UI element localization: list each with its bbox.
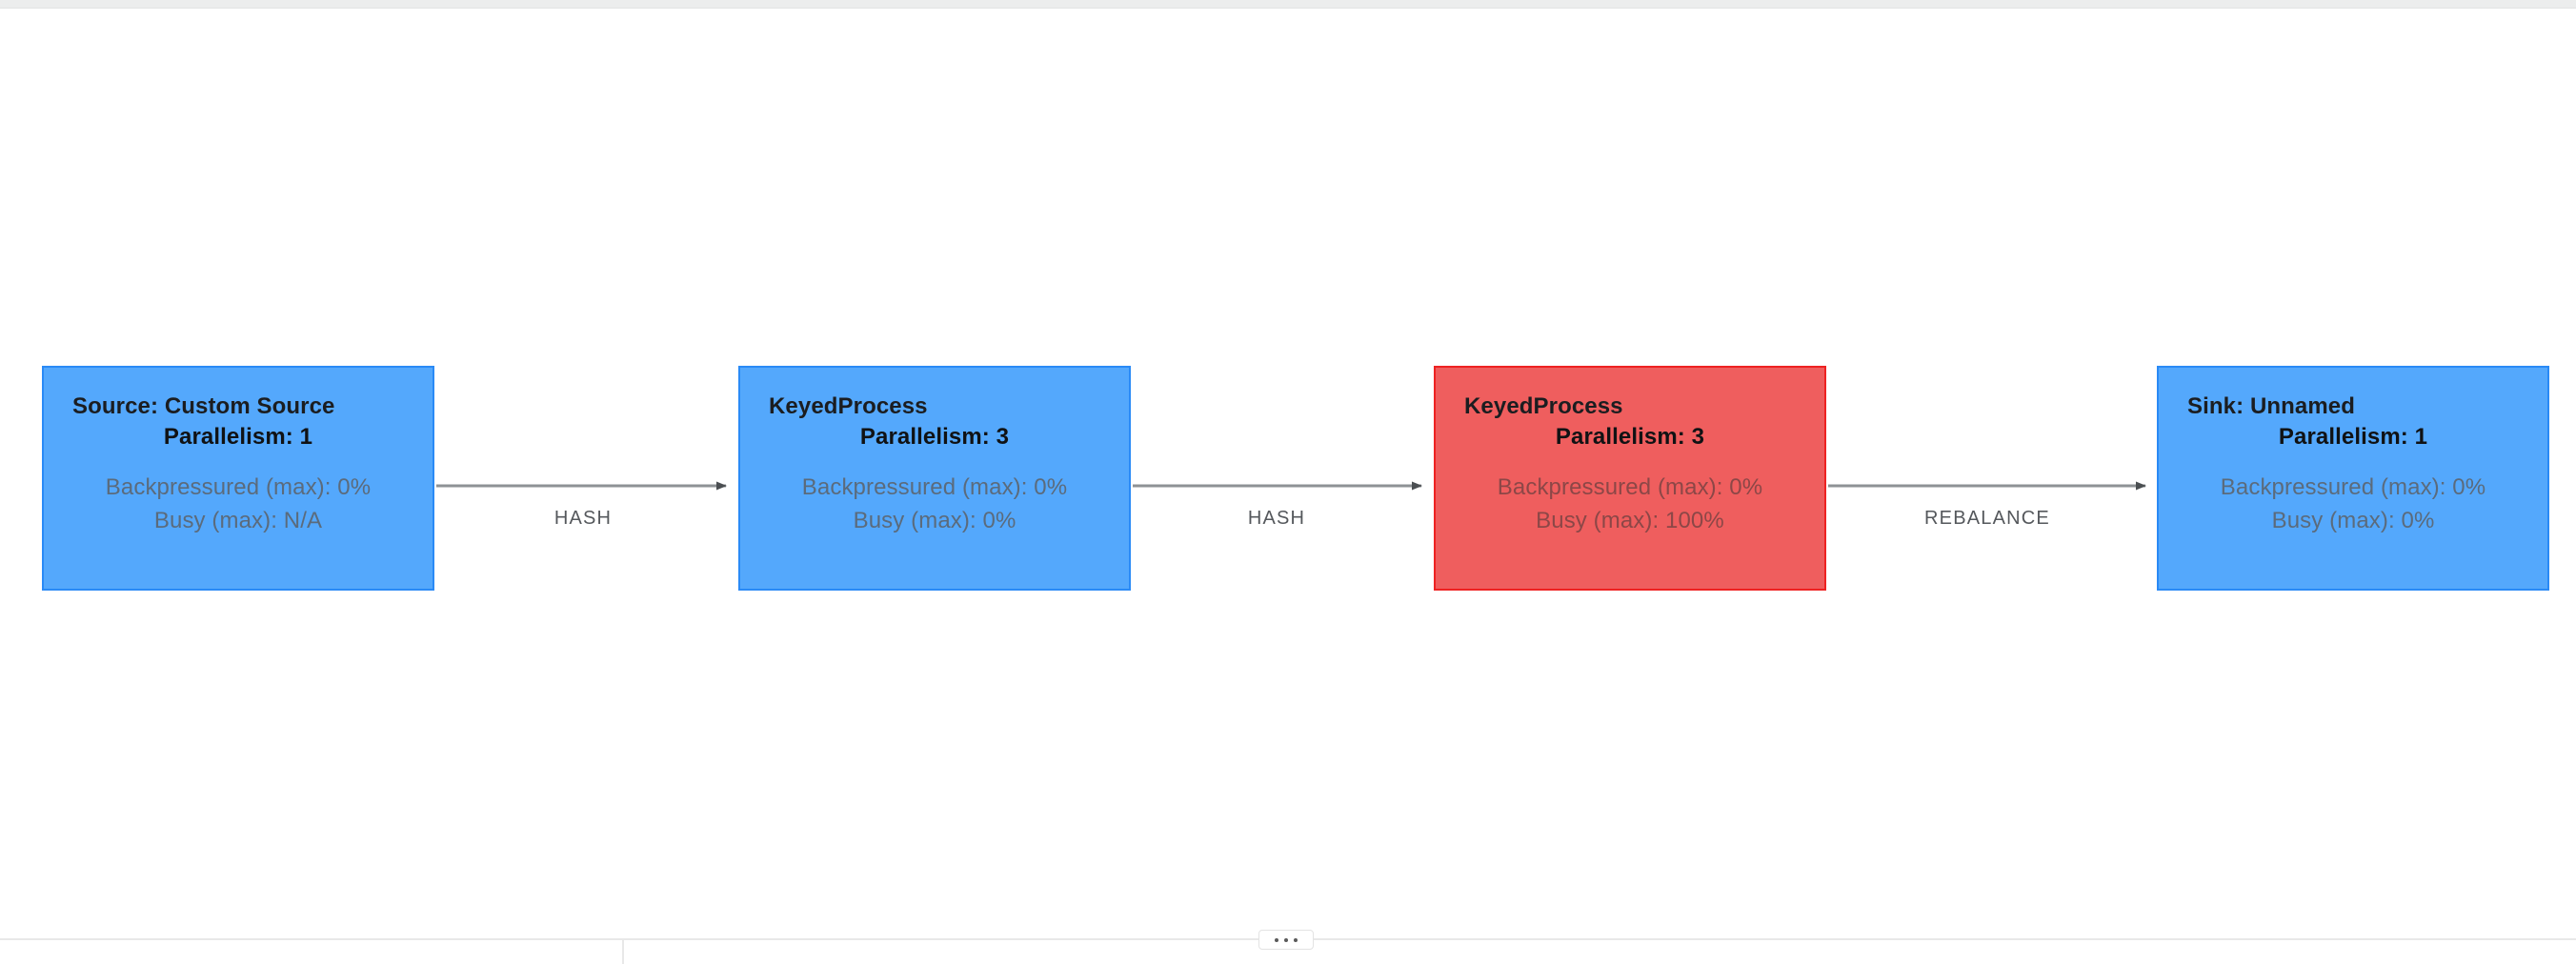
bottom-detail-panel (0, 930, 2576, 964)
panel-column-divider (622, 940, 624, 964)
node-backpressure-stat: Backpressured (max): 0% (801, 474, 1068, 500)
node-backpressure-stat: Backpressured (max): 0% (1497, 474, 1763, 500)
panel-resize-handle[interactable] (1258, 930, 1314, 950)
node-stats: Backpressured (max): 0% Busy (max): 0% (2159, 471, 2547, 537)
window-top-strip (0, 0, 2576, 9)
graph-node-sink[interactable]: Sink: Unnamed Parallelism: 1 Backpressur… (2157, 366, 2549, 591)
handle-dot-icon (1294, 937, 1298, 942)
node-backpressure-stat: Backpressured (max): 0% (105, 474, 372, 500)
node-backpressure-stat: Backpressured (max): 0% (2220, 474, 2486, 500)
handle-dot-icon (1284, 937, 1288, 942)
node-parallelism: Parallelism: 1 (163, 424, 313, 450)
graph-node-source[interactable]: Source: Custom Source Parallelism: 1 Bac… (42, 366, 434, 591)
node-stats: Backpressured (max): 0% Busy (max): 100% (1436, 471, 1824, 537)
node-title: Source: Custom Source (72, 393, 335, 419)
node-busy-stat: Busy (max): 0% (2271, 508, 2435, 533)
handle-dot-icon (1275, 937, 1278, 942)
edge-label-hash-1: HASH (553, 508, 613, 529)
node-busy-stat: Busy (max): 100% (1536, 508, 1724, 533)
edge-label-hash-2: HASH (1247, 508, 1306, 529)
graph-node-keyedprocess-1[interactable]: KeyedProcess Parallelism: 3 Backpressure… (738, 366, 1131, 591)
node-title: KeyedProcess (769, 393, 928, 419)
node-title: KeyedProcess (1464, 393, 1623, 419)
node-busy-stat: Busy (max): N/A (153, 508, 323, 533)
edge-label-rebalance: REBALANCE (1924, 508, 2050, 529)
node-busy-stat: Busy (max): 0% (853, 508, 1016, 533)
node-title: Sink: Unnamed (2187, 393, 2355, 419)
node-parallelism: Parallelism: 3 (1555, 424, 1705, 450)
node-parallelism: Parallelism: 3 (859, 424, 1010, 450)
node-stats: Backpressured (max): 0% Busy (max): N/A (44, 471, 433, 537)
node-parallelism: Parallelism: 1 (2278, 424, 2428, 450)
node-stats: Backpressured (max): 0% Busy (max): 0% (740, 471, 1129, 537)
graph-node-keyedprocess-2[interactable]: KeyedProcess Parallelism: 3 Backpressure… (1434, 366, 1826, 591)
job-graph-canvas[interactable]: HASH HASH REBALANCE Source: Custom Sourc… (0, 10, 2576, 938)
